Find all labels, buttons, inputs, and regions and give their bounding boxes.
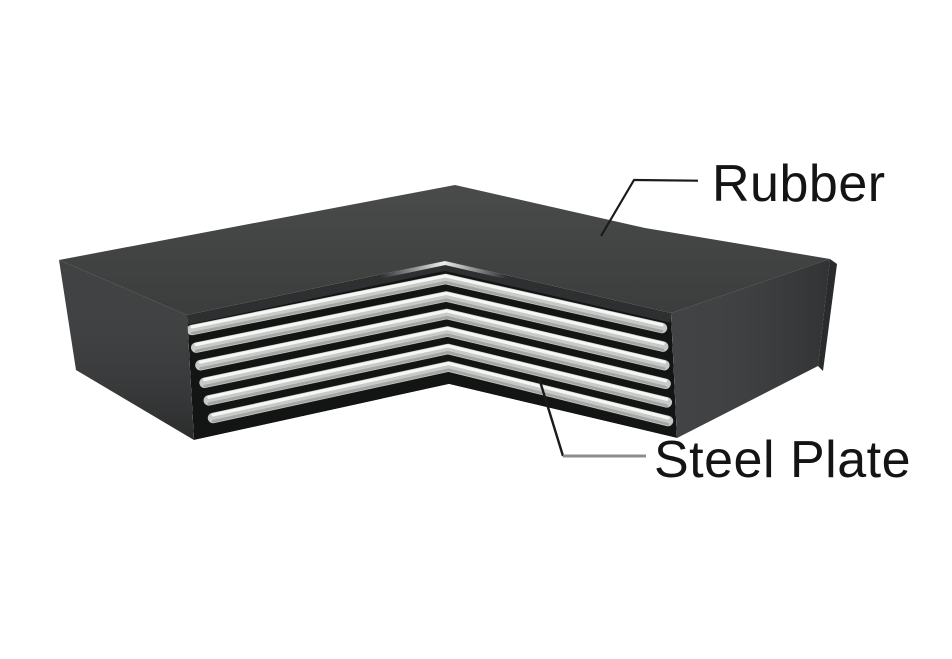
steel-plate-highlight-edge	[211, 361, 670, 420]
crease-highlight	[187, 261, 672, 319]
steel-plate-shadow-edge	[194, 298, 665, 353]
rubber-top-face-shading	[59, 185, 830, 315]
rubber-label: Rubber	[712, 155, 886, 213]
steel-plate-highlight-edge	[194, 291, 665, 347]
steel-plate	[203, 343, 673, 408]
steel-plate-shadow-edge	[211, 368, 670, 426]
rubber-leader-line	[600, 178, 699, 237]
rubber-top-bevel	[187, 261, 673, 325]
steel-plate	[187, 273, 668, 336]
lamination-faces	[187, 261, 677, 440]
steel-plate-highlight-edge	[207, 344, 669, 401]
steel-plate-highlight-edge	[203, 326, 668, 383]
steel-plate-label: Steel Plate	[654, 431, 911, 489]
steel-plate-shadow-edge	[207, 351, 669, 407]
rubber-right-end-face-shading	[671, 259, 830, 438]
steel-plate-shadow-edge	[203, 333, 667, 389]
steel-plate	[199, 326, 671, 390]
rubber-left-end-face-shading	[59, 260, 194, 440]
steel-plate	[207, 361, 674, 427]
steel-plate-shadow-edge	[190, 281, 664, 335]
steel-plate-shadow-edge	[199, 316, 666, 370]
steel-plate-highlight-edge	[190, 274, 664, 329]
steel-plate	[195, 308, 670, 371]
steel-plate-highlight-edge	[198, 309, 666, 364]
rubber-right-edge-face	[818, 259, 837, 371]
steel-plate-leader-line	[537, 377, 565, 457]
steel-plate	[190, 291, 669, 353]
